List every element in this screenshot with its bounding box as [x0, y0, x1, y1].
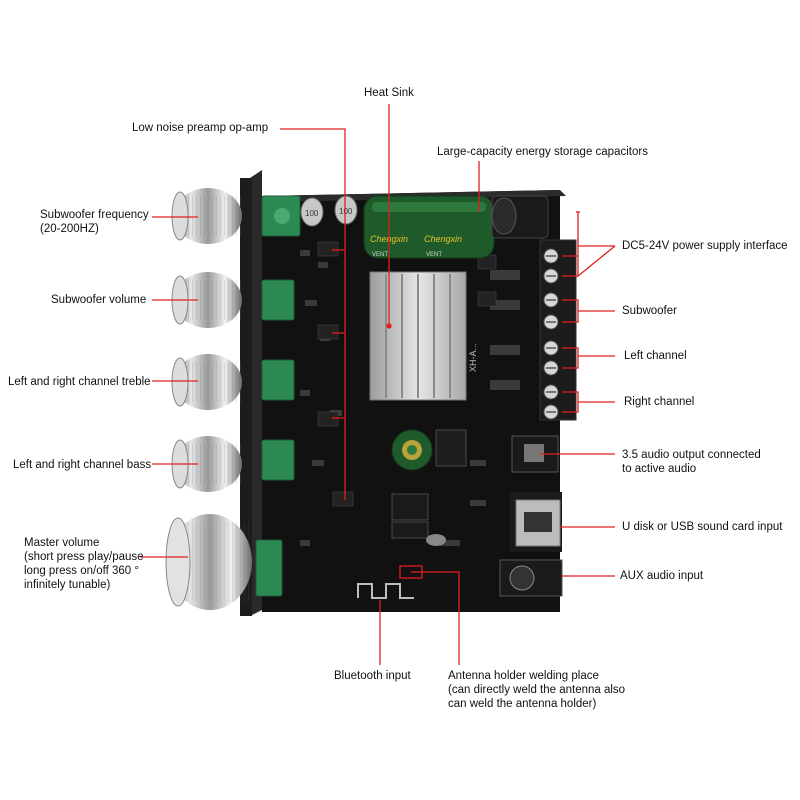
- label-left-channel: Left channel: [624, 350, 687, 362]
- potentiometers: [255, 195, 301, 597]
- label-dc-power: DC5-24V power supply interface: [622, 240, 788, 252]
- label-audio-out: 3.5 audio output connected to active aud…: [622, 449, 761, 475]
- svg-text:100: 100: [305, 209, 319, 218]
- label-treble: Left and right channel treble: [8, 376, 151, 388]
- front-panel: [240, 170, 262, 616]
- label-master-volume: Master volume (short press play/pause lo…: [24, 537, 144, 591]
- round-capacitor: [391, 429, 433, 471]
- knobs: [165, 188, 252, 610]
- label-preamp: Low noise preamp op-amp: [132, 122, 269, 134]
- label-heat-sink: Heat Sink: [364, 87, 414, 99]
- heat-sink: XH-A...: [369, 271, 478, 401]
- dc-jack: [491, 195, 549, 239]
- capacitor-vent-text-2: VENT: [426, 252, 442, 258]
- label-subwoofer-frequency: Subwoofer frequency (20-200HZ): [40, 209, 149, 235]
- terminal-blocks: [539, 239, 577, 421]
- aux-jack: [499, 559, 563, 597]
- label-antenna: Antenna holder welding place (can direct…: [448, 670, 626, 710]
- label-bass: Left and right channel bass: [13, 459, 152, 471]
- label-subwoofer: Subwoofer: [622, 305, 677, 317]
- bluetooth-antenna-trace: [357, 583, 414, 599]
- label-bluetooth: Bluetooth input: [334, 670, 411, 682]
- label-subwoofer-volume: Subwoofer volume: [51, 294, 147, 306]
- board-model-mark: XH-A...: [468, 343, 478, 372]
- small-capacitors: 100 100: [300, 195, 358, 227]
- svg-text:100: 100: [339, 207, 353, 216]
- label-right-channel: Right channel: [624, 396, 695, 408]
- label-usb: U disk or USB sound card input: [622, 521, 783, 533]
- usb-port: [510, 492, 562, 552]
- large-capacitor: Chengxin Chengxin VENT VENT: [363, 195, 495, 259]
- leader-lines: [140, 104, 616, 665]
- label-aux: AUX audio input: [620, 570, 704, 582]
- label-capacitors: Large-capacity energy storage capacitors: [437, 146, 648, 158]
- capacitor-brand-text-2: Chengxin: [424, 234, 462, 244]
- capacitor-vent-text: VENT: [372, 252, 388, 258]
